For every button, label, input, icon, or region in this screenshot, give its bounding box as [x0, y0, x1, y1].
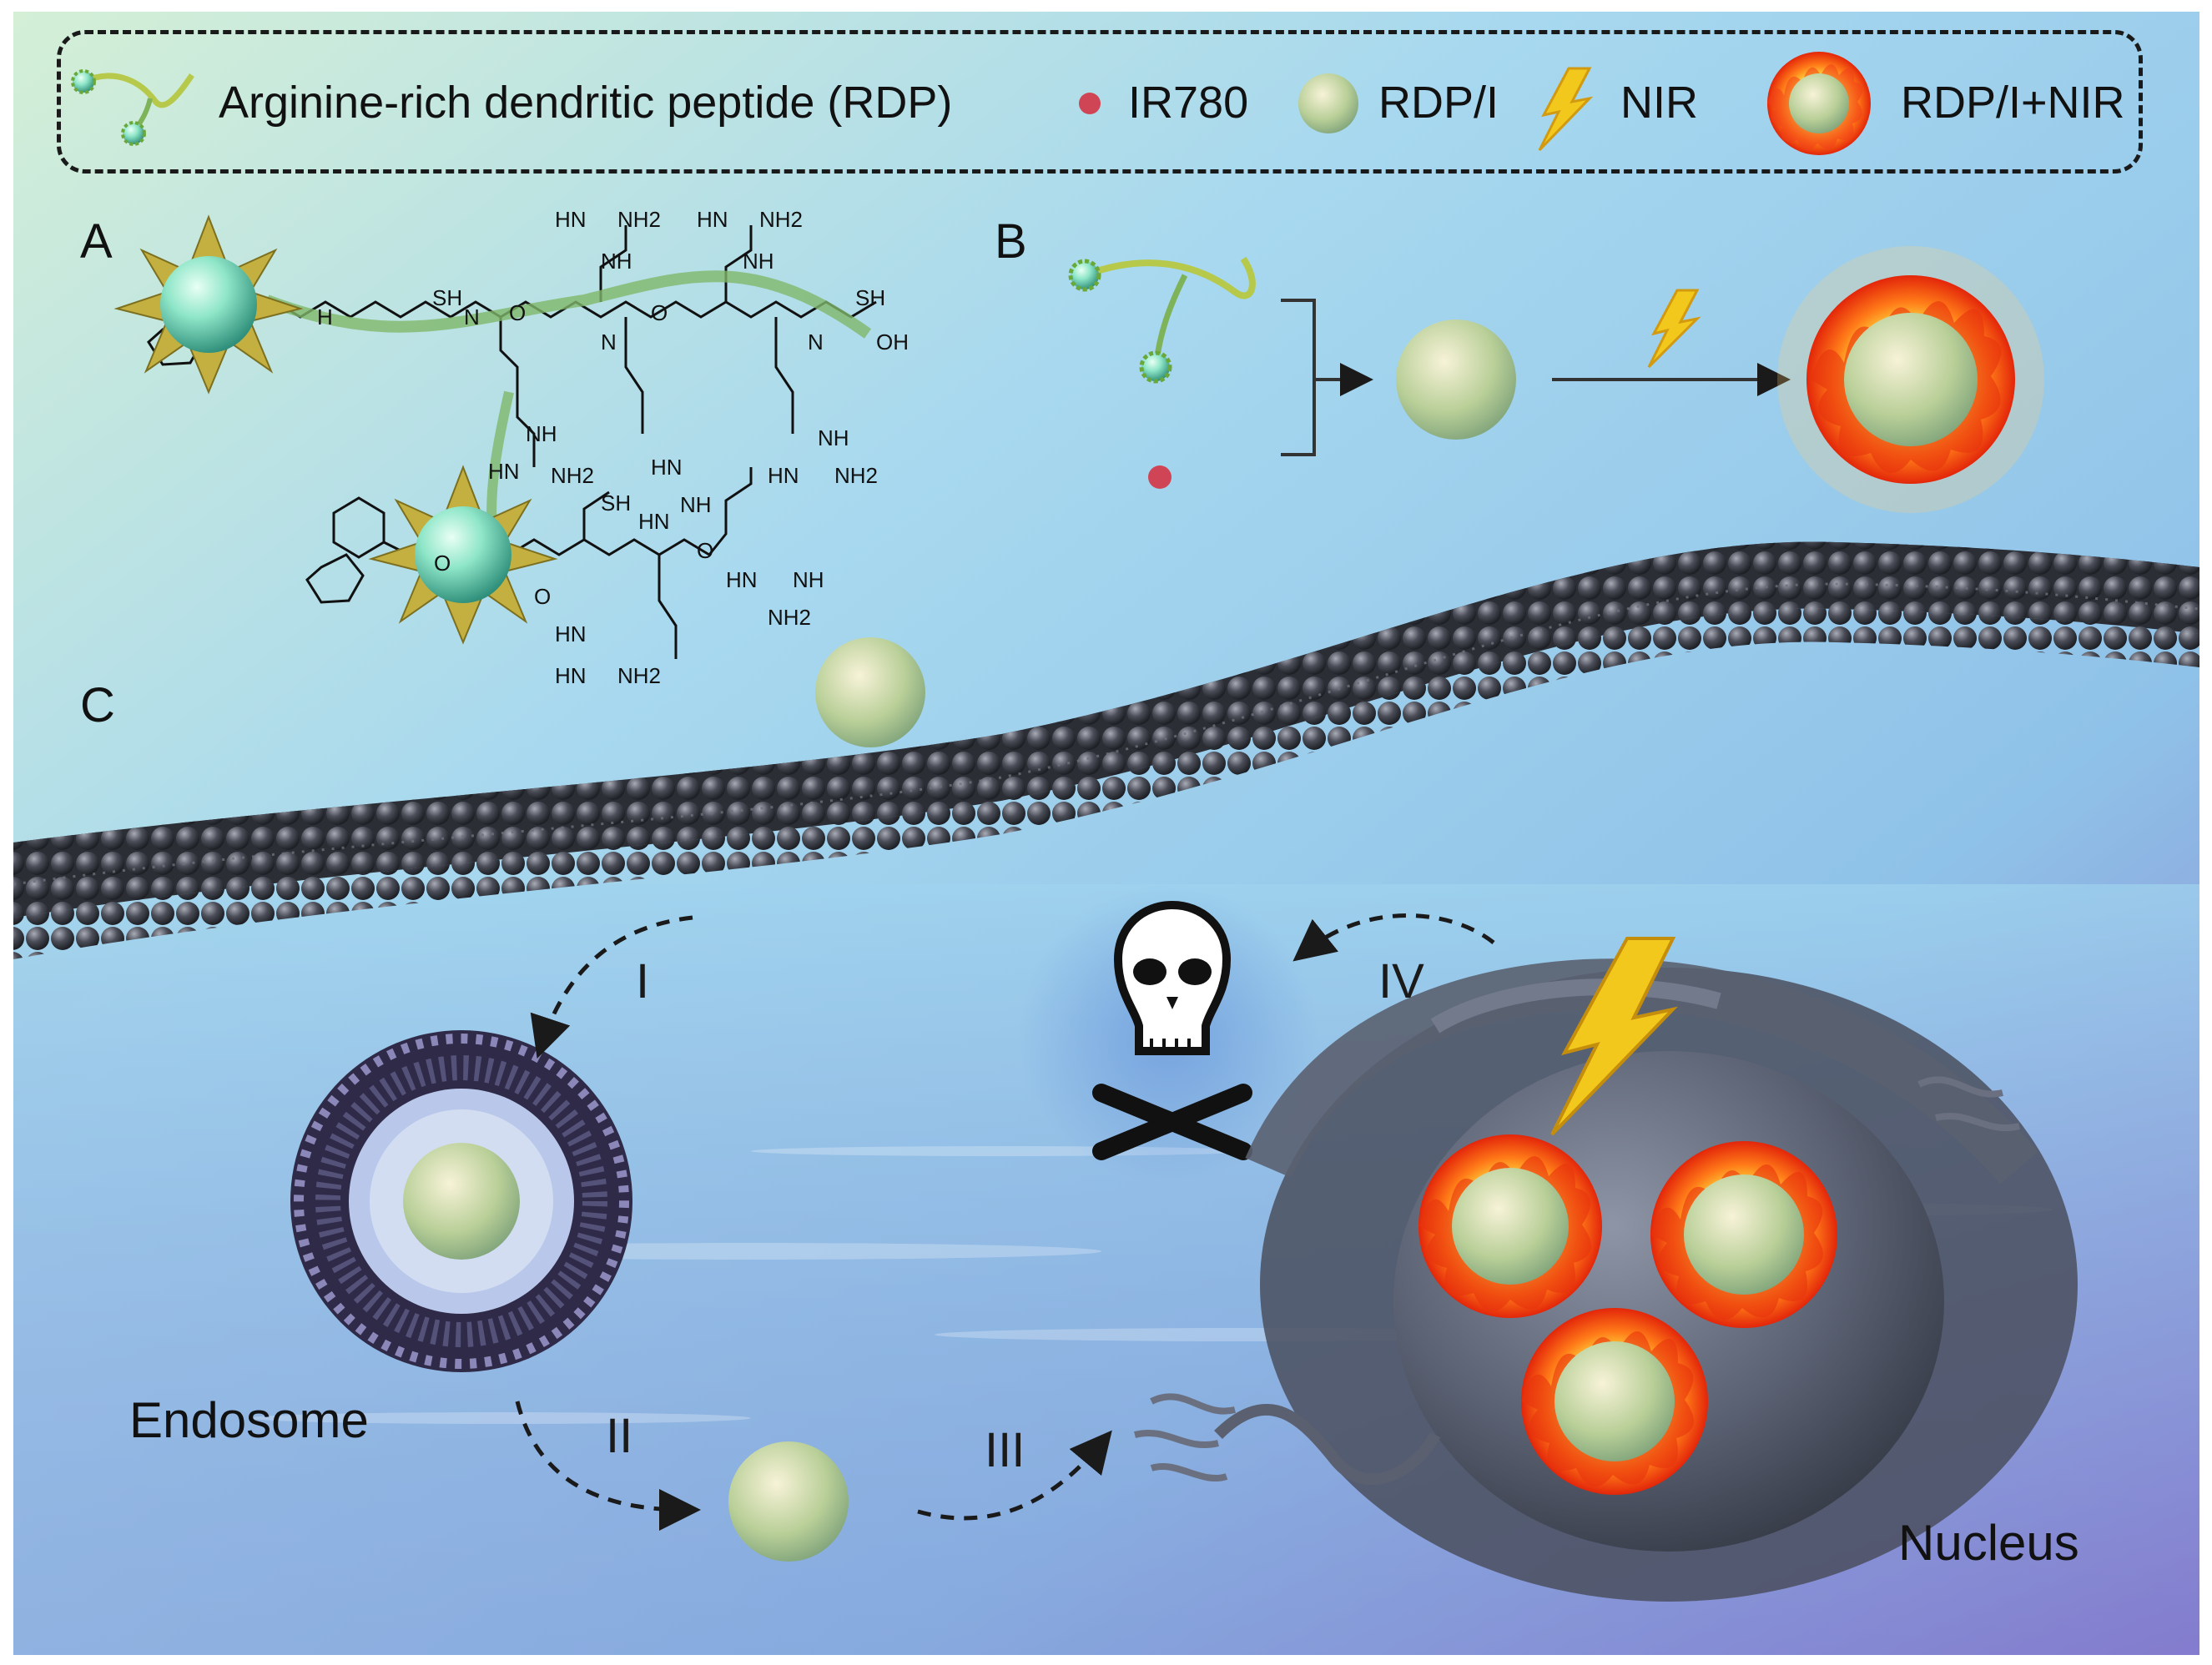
- chem-label: HN: [768, 463, 799, 488]
- cell-membrane: [13, 541, 2200, 959]
- chem-label: HN: [555, 207, 587, 232]
- peptide-b: [1068, 256, 1256, 384]
- chem-label: NH: [743, 249, 774, 274]
- chem-label: HN: [638, 509, 670, 534]
- lightning-icon: [1538, 67, 1594, 152]
- endosome-label: Endosome: [129, 1392, 369, 1448]
- chem-label: OH: [876, 329, 909, 355]
- legend-label-ir780: IR780: [1128, 78, 1249, 128]
- chem-label: HN: [726, 567, 758, 592]
- chem-label: SH: [601, 490, 632, 516]
- step-label-iv: IV: [1378, 954, 1424, 1009]
- nucleus-label: Nucleus: [1898, 1515, 2079, 1571]
- chem-label: O: [509, 300, 527, 325]
- chem-label: H: [317, 304, 333, 329]
- lightning-b-icon: [1647, 289, 1701, 369]
- burning-nanoparticle-icon: [1767, 52, 1871, 155]
- burning-nanoparticle-b: [1777, 246, 2044, 513]
- legend-label-nir: NIR: [1620, 78, 1698, 128]
- legend-label-rdp-i: RDP/I: [1378, 78, 1499, 128]
- chem-label: O: [697, 538, 714, 563]
- chem-label: HN: [488, 459, 520, 484]
- burning-nanoparticle-2: [1650, 1141, 1837, 1328]
- chem-label: O: [534, 584, 552, 609]
- ir780-dot-icon: [1079, 93, 1101, 114]
- legend-label-rdp: Arginine-rich dendritic peptide (RDP): [219, 78, 953, 128]
- step-label-ii: II: [606, 1409, 633, 1463]
- step-arrow-iii: [917, 1430, 1112, 1521]
- step-arrow-iv: [1292, 913, 1495, 962]
- chem-label: O: [651, 300, 668, 325]
- chem-label: NH: [793, 567, 824, 592]
- step-arrow-i: [530, 915, 693, 1059]
- dendritic-peptide-icon: [71, 69, 194, 146]
- legend-label-rdp-i-nir: RDP/I+NIR: [1901, 78, 2125, 128]
- fmoc-ball-bottom: [368, 465, 558, 645]
- chem-label: N: [808, 329, 824, 355]
- chem-label: NH2: [768, 605, 812, 630]
- free-nanoparticle: [728, 1441, 849, 1562]
- peptide-ribbon: [265, 270, 872, 339]
- chem-label: NH: [818, 425, 849, 450]
- chem-label: HN: [697, 207, 728, 232]
- panel-label-a: A: [80, 214, 113, 269]
- panel-label-c: C: [80, 678, 115, 732]
- chem-label: NH: [601, 249, 632, 274]
- chem-label: N: [601, 329, 617, 355]
- chem-label: O: [434, 551, 451, 576]
- step-label-i: I: [636, 954, 650, 1009]
- chem-label: HN: [555, 663, 587, 688]
- chem-label: SH: [855, 285, 886, 310]
- chem-label: HN: [651, 455, 683, 480]
- burning-nanoparticle-1: [1418, 1134, 1602, 1318]
- chem-label: NH2: [759, 207, 804, 232]
- step-arrow-ii: [515, 1401, 701, 1531]
- nanoparticle-on-membrane: [815, 637, 925, 747]
- skull-icon: [1018, 884, 1318, 1185]
- chem-label: NH2: [834, 463, 879, 488]
- chem-label: NH: [680, 492, 712, 517]
- chem-label: NH2: [617, 207, 662, 232]
- chem-label: NH2: [617, 663, 662, 688]
- molecule-structure: [147, 225, 877, 659]
- chem-label: NH: [526, 421, 557, 446]
- rdp-i-nanoparticle-b: [1396, 319, 1516, 440]
- chem-label: SH: [432, 285, 463, 310]
- chem-label: N: [464, 304, 480, 329]
- endosome: [290, 1030, 632, 1372]
- fmoc-ball-top: [113, 214, 304, 395]
- chem-label: HN: [555, 621, 587, 646]
- lightning-nucleus-icon: [1550, 937, 1678, 1136]
- chem-label: NH2: [551, 463, 595, 488]
- burning-nanoparticle-3: [1521, 1308, 1708, 1495]
- combine-bracket: [1281, 299, 1316, 456]
- ir780-dot-b: [1148, 465, 1172, 489]
- panel-label-b: B: [995, 214, 1027, 269]
- step-label-iii: III: [985, 1423, 1025, 1477]
- legend: [57, 30, 2143, 174]
